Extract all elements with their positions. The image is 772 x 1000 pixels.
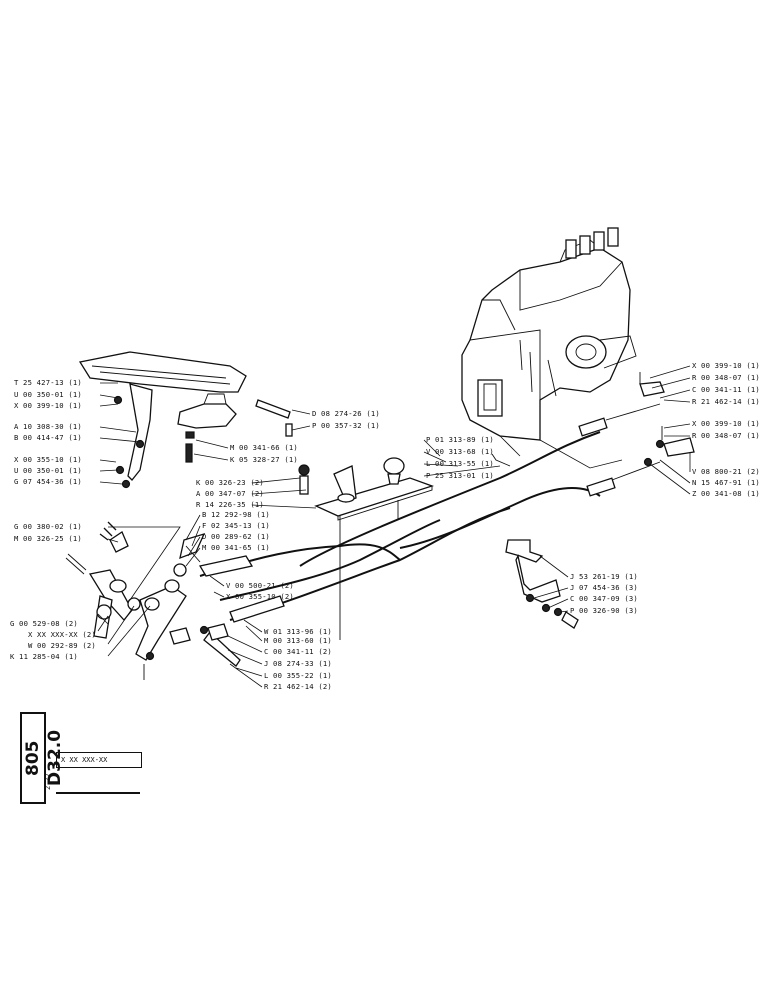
- part-label: M 00 341-66 (1): [230, 443, 298, 452]
- part-label: M 00 313-60 (1): [264, 636, 332, 645]
- pedal-drawing: [78, 351, 293, 489]
- part-label: K 11 285-04 (1): [10, 652, 78, 661]
- part-label: X 00 399-10 (1): [692, 419, 760, 428]
- part-label: T 25 427-13 (1): [14, 378, 82, 387]
- part-label: J 08 274-33 (1): [264, 659, 332, 668]
- part-label: R 00 348-07 (1): [692, 431, 760, 440]
- part-label: U 00 350-01 (1): [14, 466, 82, 475]
- part-label: X 00 355-10 (2): [226, 592, 294, 601]
- part-label: X 00 355-10 (1): [14, 455, 82, 464]
- part-label: P 00 326-90 (3): [570, 606, 638, 615]
- part-label: X 00 399-10 (1): [692, 361, 760, 370]
- part-label: W 01 313-96 (1): [264, 627, 332, 636]
- part-label: R 21 462-14 (2): [264, 682, 332, 691]
- labels-left: T 25 427-13 (1) U 00 350-01 (1) X 00 399…: [10, 378, 96, 661]
- part-label: P 25 313-01 (1): [426, 471, 494, 480]
- bracket-drawing: [505, 539, 579, 629]
- part-label: C 00 347-09 (3): [570, 594, 638, 603]
- part-label: G 00 380-02 (1): [14, 522, 82, 531]
- labels-knob: P 01 313-89 (1) V 00 313-68 (1) L 00 313…: [426, 435, 494, 480]
- part-label: W 00 292-89 (2): [28, 641, 96, 650]
- title-rule: [56, 792, 140, 794]
- document-code: 805 D32.0: [20, 712, 65, 804]
- part-label: J 07 454-36 (3): [570, 583, 638, 592]
- part-label: D 00 289-62 (1): [202, 532, 270, 541]
- part-label: U 00 350-01 (1): [14, 390, 82, 399]
- part-label: N 15 467-91 (1): [692, 478, 760, 487]
- part-label: Z 00 341-08 (1): [692, 489, 760, 498]
- part-label: B 12 292-98 (1): [202, 510, 270, 519]
- part-number-placeholder: X XX XXX-XX: [56, 752, 142, 768]
- labels-center: M 00 341-66 (1) K 05 328-27 (1) D 08 274…: [196, 409, 380, 691]
- part-label: R 21 462-14 (1): [692, 397, 760, 406]
- labels-right: X 00 399-10 (1) R 00 348-07 (1) C 00 341…: [692, 361, 760, 498]
- part-label: K 05 328-27 (1): [230, 455, 298, 464]
- part-label: V 00 500-21 (2): [226, 581, 294, 590]
- part-label: A 10 308-30 (1): [14, 422, 82, 431]
- part-label: M 00 341-65 (1): [202, 543, 270, 552]
- injection-pump-drawing: [461, 227, 637, 469]
- part-label: X 00 399-10 (1): [14, 401, 82, 410]
- part-label: X XX XXX-XX (2): [28, 630, 96, 639]
- part-label: G 07 454-36 (1): [14, 477, 82, 486]
- part-label: P 01 313-89 (1): [426, 435, 494, 444]
- part-label: V 08 800-21 (2): [692, 467, 760, 476]
- part-label: C 00 341-11 (2): [264, 647, 332, 656]
- part-label: L 00 313-55 (1): [426, 459, 494, 468]
- hand-throttle-drawing: [298, 453, 511, 640]
- part-label: R 14 226-35 (1): [196, 500, 264, 509]
- part-label: B 00 414-47 (1): [14, 433, 82, 442]
- part-label: P 00 357-32 (1): [312, 421, 380, 430]
- part-label: A 00 347-07 (2): [196, 489, 264, 498]
- part-label: L 00 355-22 (1): [264, 671, 332, 680]
- part-label: R 00 348-07 (1): [692, 373, 760, 382]
- leader-lines: [97, 365, 691, 688]
- linkage-drawing: [65, 521, 241, 680]
- document-date: 2-77: [44, 773, 52, 790]
- cable-drawing: [198, 372, 695, 641]
- part-label: J 53 261-19 (1): [570, 572, 638, 581]
- part-label: D 08 274-26 (1): [312, 409, 380, 418]
- part-label: F 02 345-13 (1): [202, 521, 270, 530]
- labels-bracket: J 53 261-19 (1) J 07 454-36 (3) C 00 347…: [570, 572, 638, 615]
- part-label: V 00 313-68 (1): [426, 447, 494, 456]
- part-label: K 00 326-23 (2): [196, 478, 264, 487]
- part-label: M 00 326-25 (1): [14, 534, 82, 543]
- part-label: G 00 529-08 (2): [10, 619, 78, 628]
- part-label: C 00 341-11 (1): [692, 385, 760, 394]
